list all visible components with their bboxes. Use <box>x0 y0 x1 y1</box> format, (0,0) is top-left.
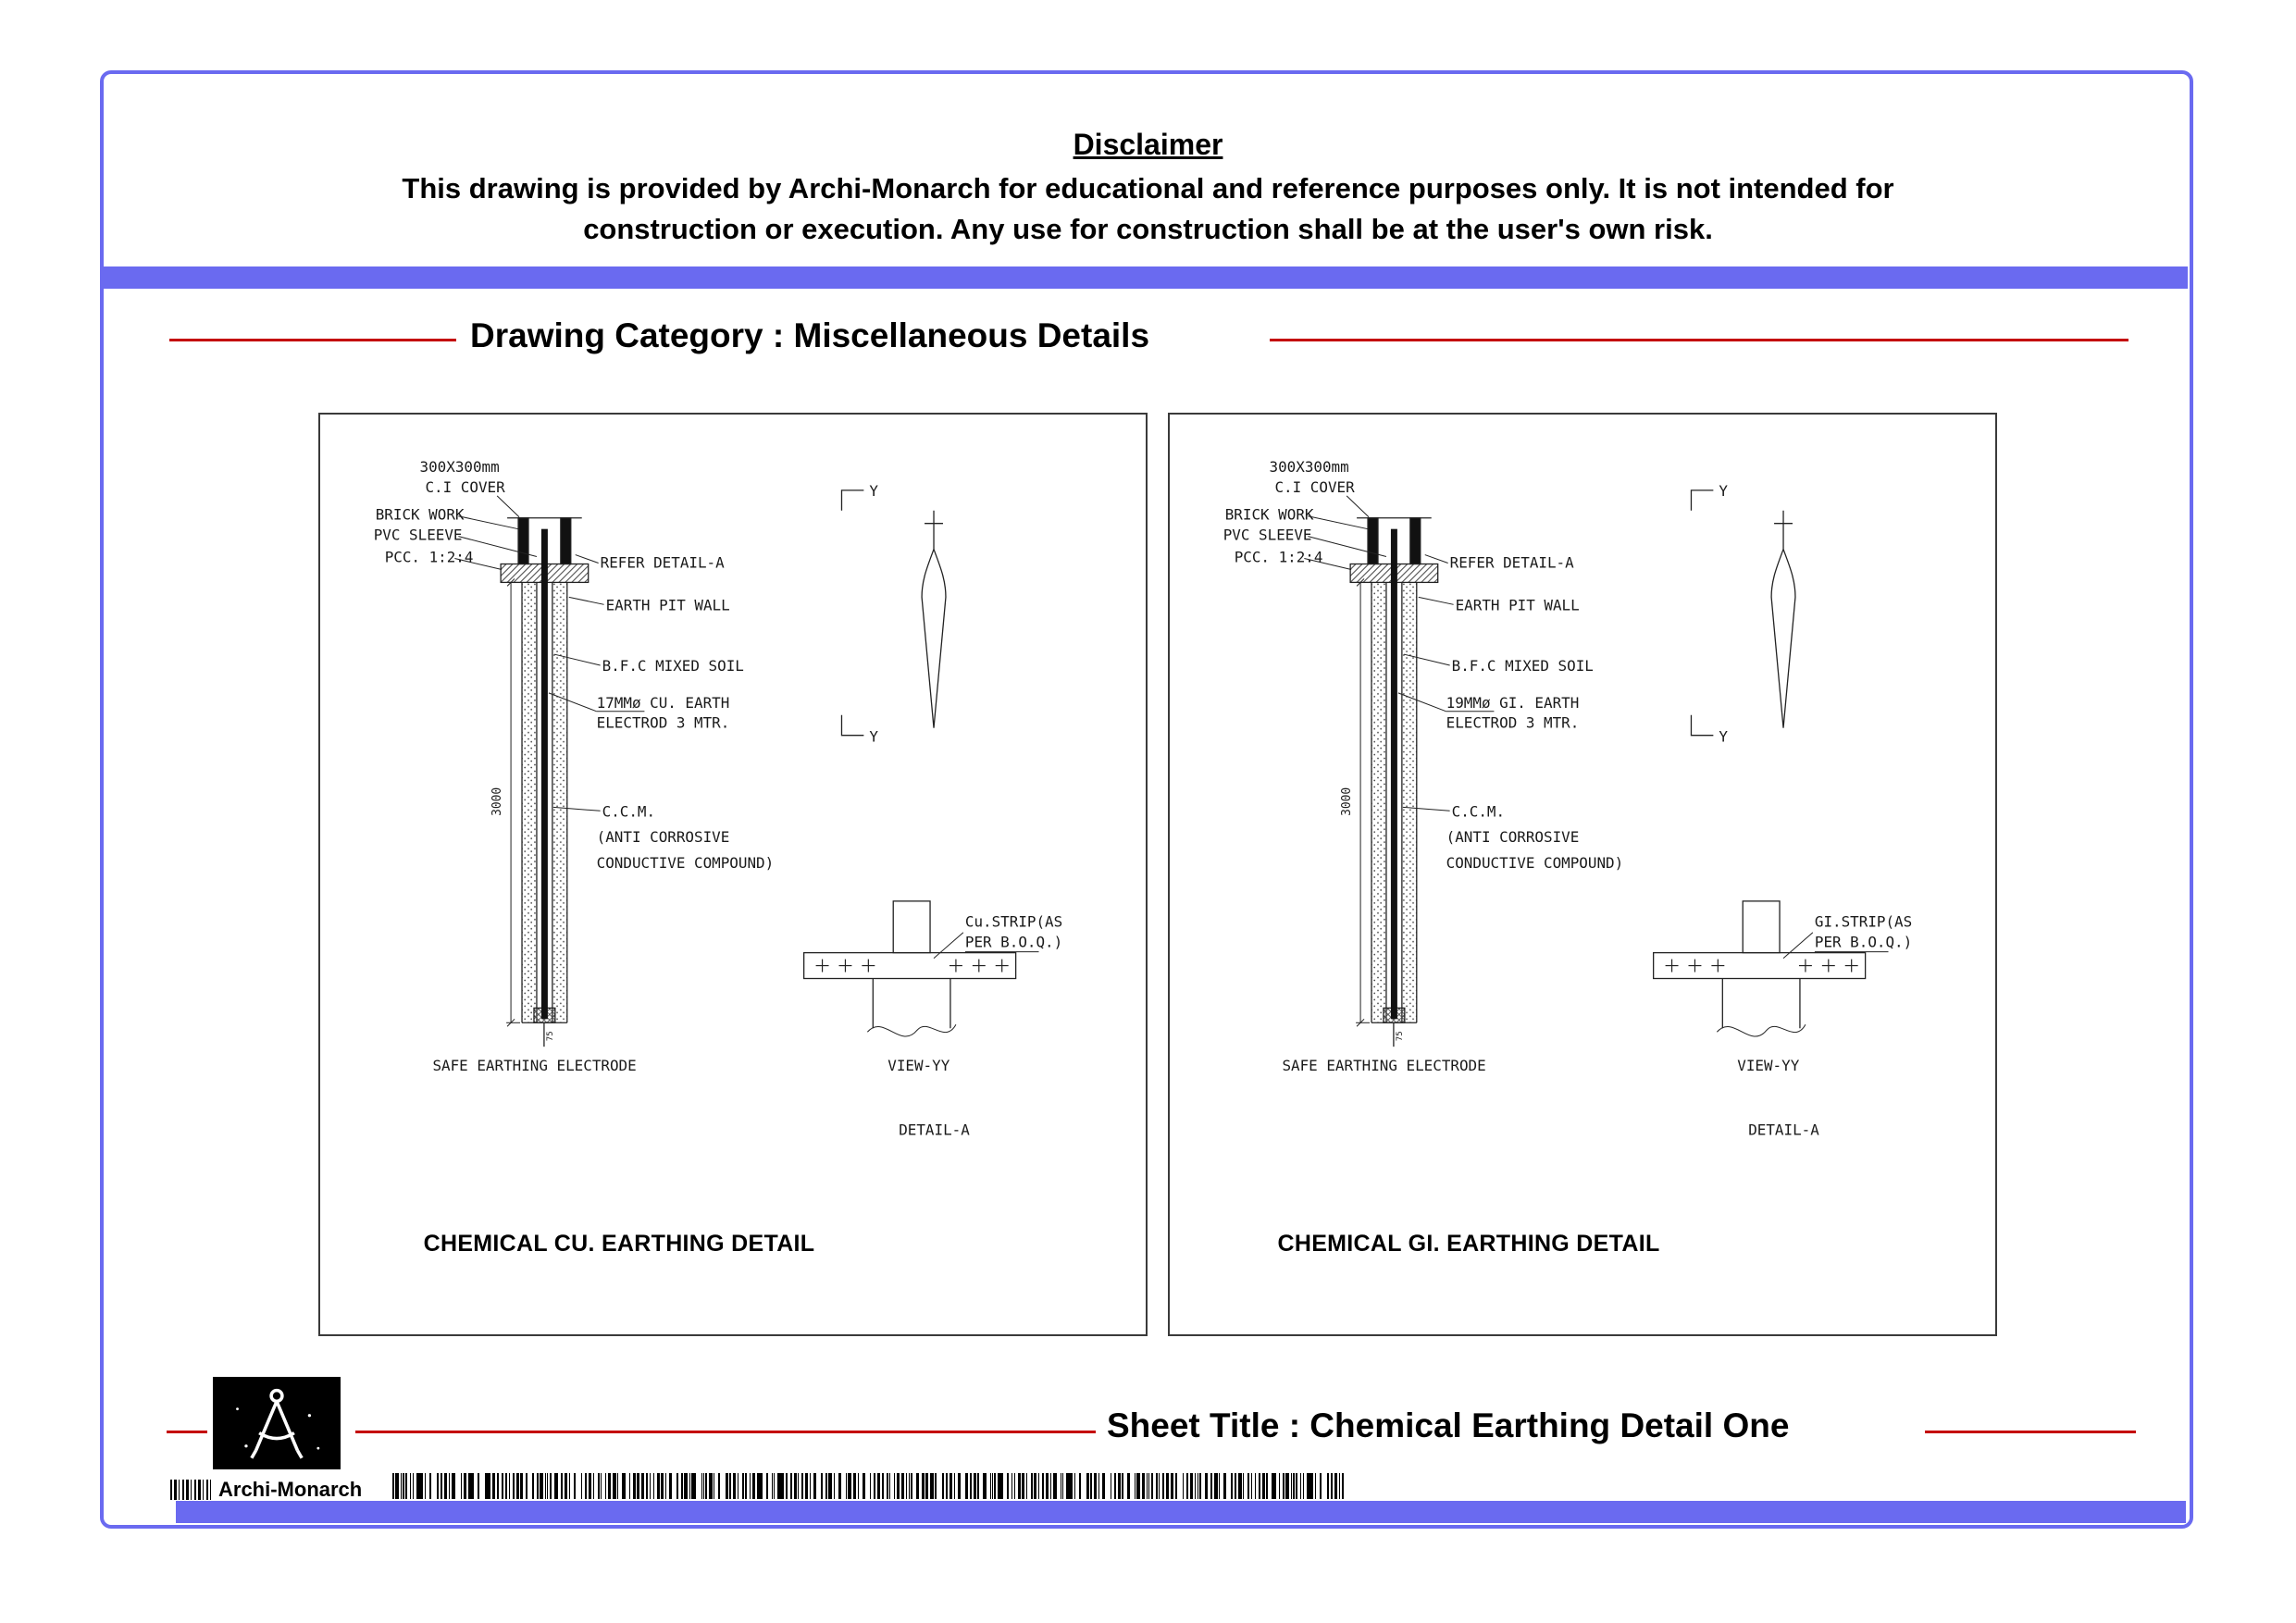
label-pcc: PCC. 1:2:4 <box>385 549 474 566</box>
sheet-border <box>100 70 2193 1529</box>
drawing-category-label: Drawing Category : Miscellaneous Details <box>470 316 1150 354</box>
ci-cover-wall <box>517 517 529 565</box>
disclaimer-title: Disclaimer <box>1073 128 1223 161</box>
label-electrode-1: 17MMø CU. EARTH <box>597 694 730 712</box>
ci-cover-wall <box>1367 517 1379 565</box>
earth-pit-section <box>1349 517 1439 1047</box>
label-safe-electrode: SAFE EARTHING ELECTRODE <box>1282 1057 1485 1074</box>
panel-chemical-gi-earthing: 300X300mm C.I COVER BRICK WORK PVC SLEEV… <box>1168 413 1997 1336</box>
label-ccm-2: (ANTI CORROSIVE <box>1446 828 1580 846</box>
footer-rule-left <box>167 1431 207 1433</box>
section-labels: 300X300mm C.I COVER BRICK WORK PVC SLEEV… <box>374 458 774 1074</box>
detail-a-labels: Y Y DETAIL-A <box>869 482 970 1139</box>
dimension-3000 <box>506 578 521 1027</box>
label-detail-a: DETAIL-A <box>899 1121 970 1139</box>
label-section-y-top: Y <box>869 482 878 500</box>
label-tip-dim: 75 <box>1396 1031 1405 1041</box>
view-yy-drawing <box>1653 900 1889 1037</box>
label-view-yy: VIEW-YY <box>1737 1057 1799 1074</box>
label-safe-electrode: SAFE EARTHING ELECTRODE <box>432 1057 636 1074</box>
break-line <box>866 1024 957 1037</box>
label-detail-a: DETAIL-A <box>1748 1121 1819 1139</box>
pit-fill-left <box>1371 582 1386 1023</box>
label-strip-1: Cu.STRIP(AS <box>965 913 1062 931</box>
label-strip-2: PER B.O.Q.) <box>965 934 1062 951</box>
label-dim-3000: 3000 <box>490 787 504 816</box>
label-earth-pit-wall: EARTH PIT WALL <box>606 596 730 613</box>
detail-a-labels: Y Y DETAIL-A <box>1719 482 1819 1139</box>
footer-divider-bar <box>176 1501 2186 1523</box>
strip-fastener-marks <box>815 959 1009 973</box>
label-strip-2: PER B.O.Q.) <box>1815 934 1912 951</box>
section-labels: 300X300mm C.I COVER BRICK WORK PVC SLEEV… <box>1223 458 1623 1074</box>
archi-monarch-logo <box>213 1377 341 1469</box>
label-ccm-1: C.C.M. <box>602 802 655 820</box>
label-cover-size: 300X300mm <box>1270 458 1349 476</box>
detail-a-view <box>840 489 947 737</box>
ci-cover-wall <box>1409 517 1421 565</box>
earth-pit-section <box>500 517 590 1047</box>
label-ci-cover: C.I COVER <box>425 478 505 496</box>
footer-rule-right <box>1925 1431 2136 1433</box>
view-yy-drawing <box>803 900 1039 1037</box>
pit-fill-right <box>1401 582 1417 1023</box>
brand-row: Archi-Monarch <box>170 1478 363 1501</box>
label-electrode-2: ELECTROD 3 MTR. <box>1446 714 1580 732</box>
label-bfc-soil: B.F.C MIXED SOIL <box>1452 657 1594 675</box>
view-yy-labels: Cu.STRIP(AS PER B.O.Q.) VIEW-YY <box>887 913 1062 1074</box>
earth-electrode-rod <box>540 528 548 1020</box>
panel-title: CHEMICAL CU. EARTHING DETAIL <box>423 1231 815 1257</box>
category-rule-right <box>1270 339 2128 341</box>
disclaimer-line-1: This drawing is provided by Archi-Monarc… <box>402 172 1894 204</box>
label-electrode-1: 19MMø GI. EARTH <box>1446 694 1580 712</box>
ci-cover-wall <box>560 517 572 565</box>
earthing-detail-drawing: 300X300mm C.I COVER BRICK WORK PVC SLEEV… <box>1223 458 1912 1139</box>
category-rule-left <box>169 339 456 341</box>
label-pcc: PCC. 1:2:4 <box>1235 549 1323 566</box>
label-ccm-1: C.C.M. <box>1452 802 1505 820</box>
panel-title: CHEMICAL GI. EARTHING DETAIL <box>1277 1231 1660 1257</box>
label-ccm-3: CONDUCTIVE COMPOUND) <box>597 854 775 872</box>
label-earth-pit-wall: EARTH PIT WALL <box>1456 596 1580 613</box>
label-dim-3000: 3000 <box>1340 787 1354 816</box>
brand-name: Archi-Monarch <box>218 1478 363 1501</box>
label-ci-cover: C.I COVER <box>1274 478 1355 496</box>
leader-lines <box>1304 495 1495 812</box>
label-cover-size: 300X300mm <box>420 458 500 476</box>
earthing-detail-drawing: 300X300mm C.I COVER BRICK WORK PVC SLEEV… <box>374 458 1062 1139</box>
label-strip-1: GI.STRIP(AS <box>1815 913 1912 931</box>
view-yy-labels: GI.STRIP(AS PER B.O.Q.) VIEW-YY <box>1737 913 1912 1074</box>
label-ccm-3: CONDUCTIVE COMPOUND) <box>1446 854 1624 872</box>
label-bfc-soil: B.F.C MIXED SOIL <box>602 657 744 675</box>
label-refer-detail: REFER DETAIL-A <box>1450 553 1574 571</box>
break-line <box>1716 1024 1806 1037</box>
detail-a-view <box>1690 489 1796 737</box>
pit-fill-left <box>522 582 537 1023</box>
disclaimer-line-2: construction or execution. Any use for c… <box>583 213 1713 245</box>
mini-barcode <box>170 1480 211 1500</box>
dimension-3000 <box>1356 578 1371 1027</box>
pit-fill-right <box>552 582 567 1023</box>
leader-lines <box>454 495 645 812</box>
strip-fastener-marks <box>1665 959 1858 973</box>
barcode <box>392 1473 1344 1499</box>
label-refer-detail: REFER DETAIL-A <box>601 553 725 571</box>
label-view-yy: VIEW-YY <box>887 1057 949 1074</box>
panel-chemical-cu-earthing: 300X300mm C.I COVER BRICK WORK PVC SLEEV… <box>318 413 1148 1336</box>
label-pvc-sleeve: PVC SLEEVE <box>1223 527 1312 544</box>
label-section-y-bottom: Y <box>869 728 878 746</box>
label-tip-dim: 75 <box>546 1031 555 1041</box>
label-brick-work: BRICK WORK <box>376 506 465 524</box>
label-electrode-2: ELECTROD 3 MTR. <box>597 714 730 732</box>
label-pvc-sleeve: PVC SLEEVE <box>374 527 463 544</box>
compass-icon <box>236 1388 320 1459</box>
earth-electrode-rod <box>1390 528 1397 1020</box>
sheet-title: Sheet Title : Chemical Earthing Detail O… <box>1107 1406 1790 1444</box>
label-section-y-bottom: Y <box>1719 728 1728 746</box>
footer-rule-mid <box>355 1431 1096 1433</box>
label-ccm-2: (ANTI CORROSIVE <box>597 828 730 846</box>
header-divider-bar <box>104 266 2188 289</box>
label-section-y-top: Y <box>1719 482 1728 500</box>
label-brick-work: BRICK WORK <box>1225 506 1314 524</box>
